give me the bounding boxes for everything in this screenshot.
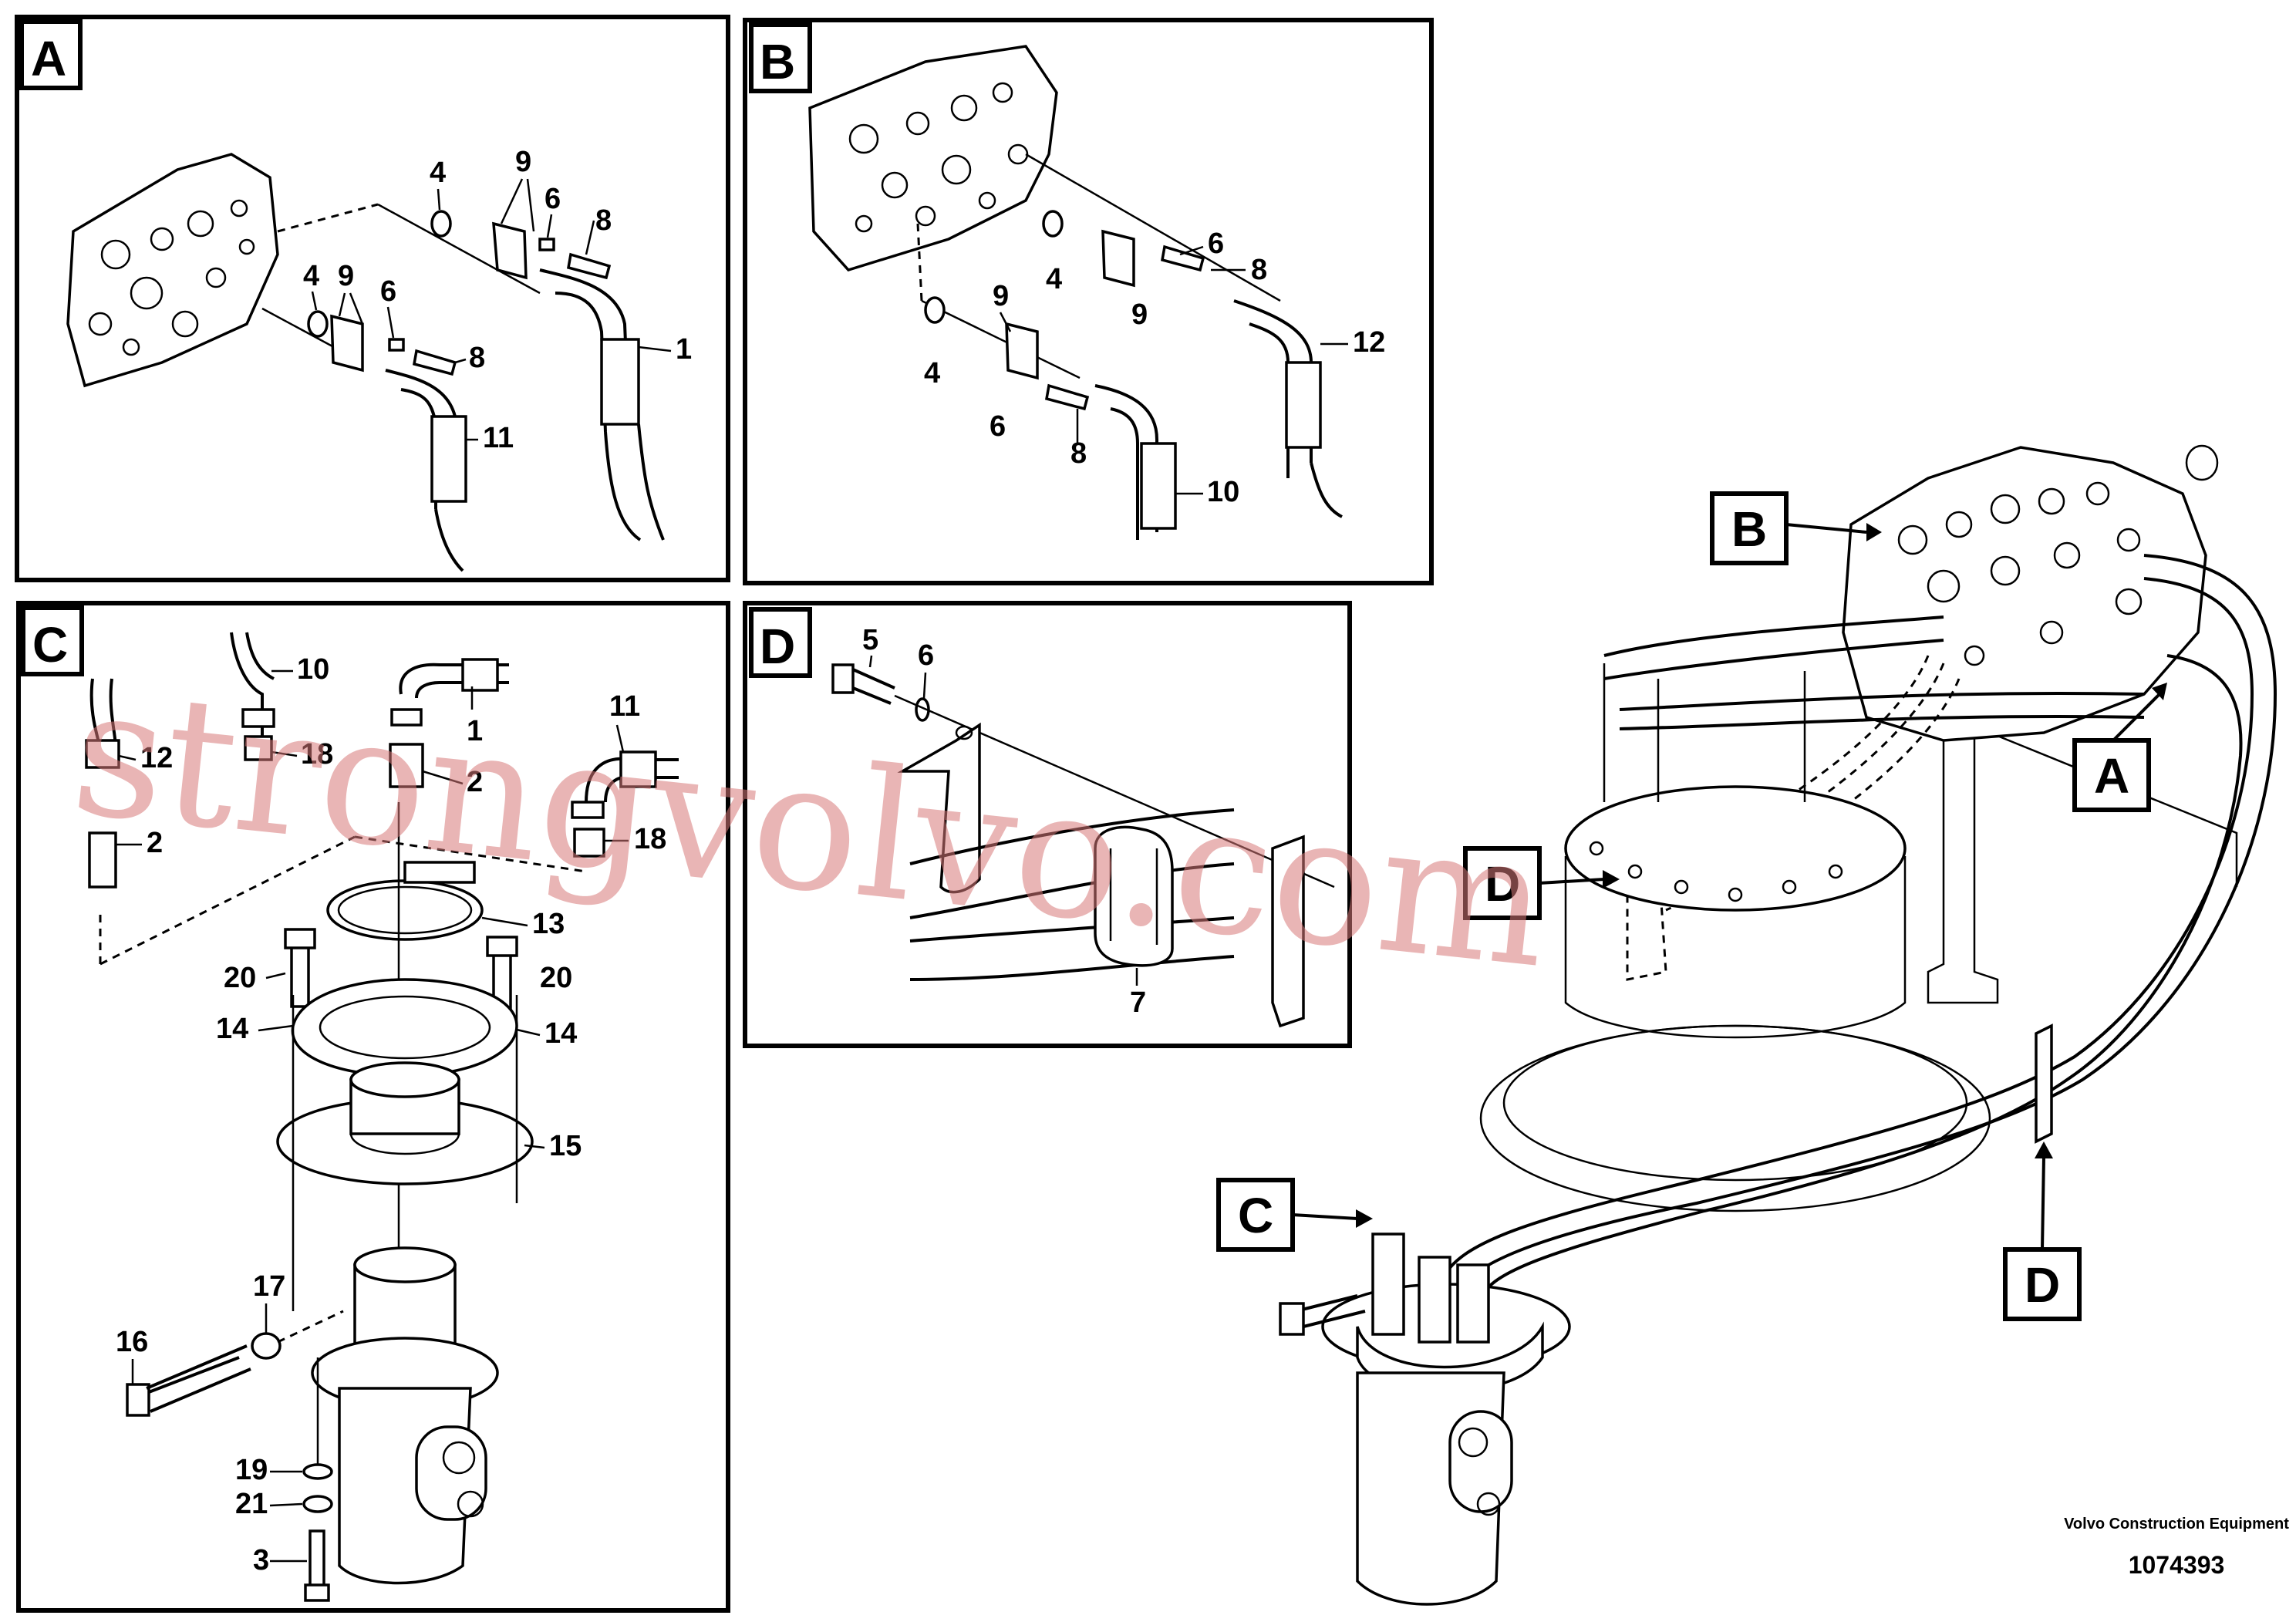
panel-c-label: C	[32, 617, 68, 673]
svg-text:B: B	[1731, 501, 1767, 557]
svg-text:10: 10	[297, 653, 329, 686]
svg-text:16: 16	[116, 1326, 148, 1358]
svg-text:4: 4	[1046, 263, 1062, 295]
panel-d-label: D	[760, 619, 795, 674]
svg-text:18: 18	[634, 823, 666, 855]
svg-text:12: 12	[140, 742, 173, 774]
svg-text:1: 1	[676, 333, 692, 366]
panel-a-label: A	[31, 31, 66, 86]
svg-text:6: 6	[918, 639, 934, 672]
overview-label-b: B	[1710, 491, 1882, 565]
svg-text:8: 8	[1251, 254, 1267, 286]
svg-text:18: 18	[301, 738, 333, 771]
panel-b-label: B	[760, 34, 795, 89]
svg-text:21: 21	[235, 1488, 268, 1520]
svg-text:20: 20	[224, 962, 256, 994]
svg-text:6: 6	[544, 183, 561, 215]
panel-b: B 9 6 8 4 9 12 4 6 8 10	[743, 18, 1434, 585]
svg-text:11: 11	[483, 422, 514, 454]
o-ring-icon	[307, 310, 329, 338]
svg-text:A: A	[2094, 748, 2129, 804]
svg-text:4: 4	[924, 357, 940, 389]
overview-label-d-upper: D	[1463, 846, 1620, 920]
svg-text:D: D	[1485, 856, 1520, 912]
panel-d: D 5 6 7	[743, 601, 1352, 1048]
watermark: strongvolvo.com	[64, 649, 1557, 1008]
svg-text:19: 19	[235, 1454, 268, 1486]
overview-label-d-lower: D	[2003, 1141, 2082, 1321]
svg-text:1: 1	[467, 715, 483, 747]
svg-text:14: 14	[216, 1013, 248, 1045]
svg-text:8: 8	[595, 204, 612, 237]
svg-text:7: 7	[1130, 986, 1146, 1019]
svg-text:6: 6	[990, 410, 1006, 443]
svg-text:8: 8	[469, 342, 485, 374]
svg-text:4: 4	[430, 157, 446, 189]
svg-text:6: 6	[1208, 228, 1224, 260]
svg-text:9: 9	[993, 280, 1009, 312]
svg-text:20: 20	[540, 962, 572, 994]
panel-a: A 4 9 6 8 1 4 9	[15, 15, 730, 582]
svg-text:13: 13	[532, 908, 565, 940]
svg-text:10: 10	[1207, 476, 1239, 508]
document-number: 1074393	[2129, 1551, 2225, 1579]
svg-text:9: 9	[515, 146, 531, 178]
svg-text:3: 3	[253, 1544, 269, 1576]
svg-text:8: 8	[1070, 437, 1087, 470]
panel-c: C	[16, 601, 730, 1613]
overview-label-a: A	[2072, 683, 2167, 812]
svg-text:6: 6	[380, 275, 396, 308]
svg-text:2: 2	[147, 827, 163, 859]
svg-text:17: 17	[253, 1270, 285, 1303]
svg-text:11: 11	[609, 690, 640, 723]
company-name: Volvo Construction Equipment	[2064, 1516, 2289, 1533]
svg-text:14: 14	[544, 1017, 577, 1050]
svg-text:2: 2	[467, 766, 483, 798]
o-ring-icon	[430, 210, 452, 238]
svg-text:D: D	[2025, 1257, 2060, 1313]
overview-assembly: B A D C D	[1216, 444, 2277, 1606]
valve-block-b	[808, 45, 1058, 272]
svg-text:9: 9	[338, 260, 354, 292]
svg-text:C: C	[1238, 1188, 1273, 1243]
overview-label-c: C	[1216, 1178, 1373, 1252]
valve-block-a	[66, 153, 279, 388]
svg-text:5: 5	[862, 624, 878, 656]
svg-text:12: 12	[1353, 326, 1385, 359]
svg-text:9: 9	[1131, 298, 1148, 331]
svg-text:15: 15	[549, 1130, 582, 1162]
svg-text:4: 4	[303, 260, 319, 292]
